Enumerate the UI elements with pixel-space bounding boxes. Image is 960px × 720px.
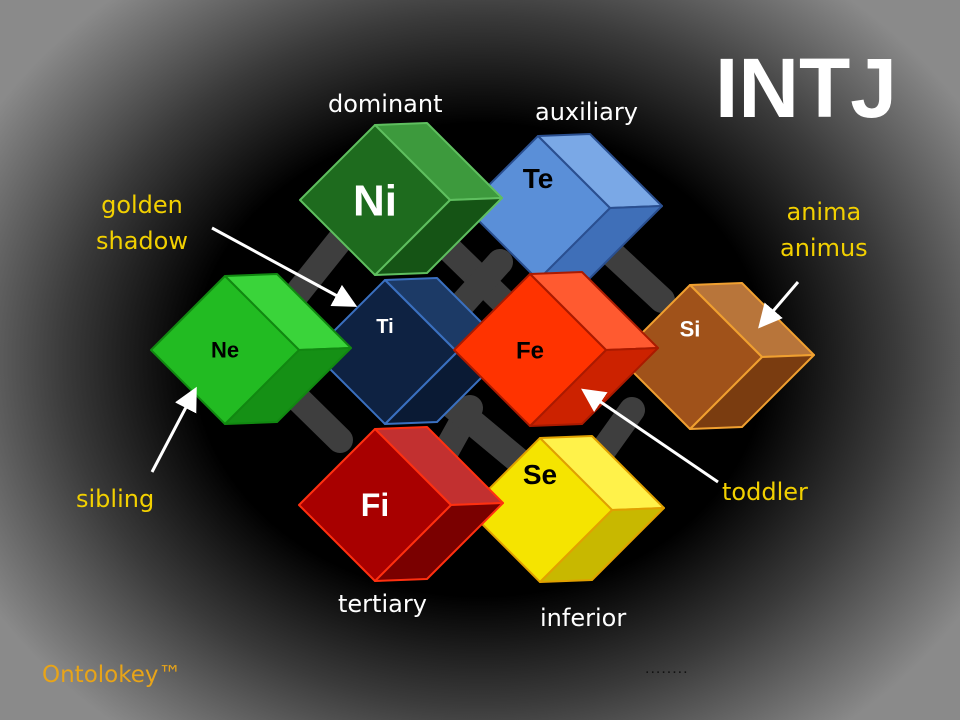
annotation-arrows [150,226,800,484]
footer-dots: ........ [645,660,689,677]
cube-se: Se [467,435,665,583]
cube-fi: Fi [298,426,504,582]
brand-logo-text: Ontolokey™ [42,662,182,688]
cube-front-face [299,124,451,276]
cube-label: Si [680,317,701,342]
cube-label: Fe [516,337,544,364]
cube-label: Ti [376,316,393,338]
cube-front-face [453,273,607,427]
anima-animus-label: anima animus [780,194,868,266]
golden-shadow-line1: golden [101,191,183,219]
connector-bar [279,227,353,313]
cube-label: Se [523,459,557,490]
golden-shadow-line2: shadow [96,227,188,255]
toddler-label: toddler [722,478,808,506]
anima-animus-arrow [758,281,800,329]
connector-bar [593,235,675,313]
cube-label: Ne [211,338,239,363]
cube-front-face [298,428,452,582]
tertiary-label: tertiary [338,590,427,618]
connector-bar [435,389,533,475]
dominant-label: dominant [328,90,443,118]
sibling-label: sibling [76,485,155,513]
animus-line: animus [780,234,868,262]
cube-front-face [312,279,458,425]
cube-front-face [467,437,613,583]
sibling-arrow [150,386,197,473]
toddler-arrow [581,388,719,484]
auxiliary-label: auxiliary [535,98,638,126]
cube-ni: Ni [299,122,503,276]
cube-te: Te [465,133,663,281]
anima-line: anima [786,198,862,226]
type-title: INTJ [715,41,898,135]
cube-label: Fi [361,487,389,523]
inferior-label: inferior [540,604,627,632]
cube-fe: Fe [453,271,659,427]
cube-label: Ni [353,176,397,225]
golden-shadow-arrow [211,226,358,307]
cube-label: Te [523,163,554,194]
cube-ne: Ne [150,273,352,425]
golden-shadow-label: golden shadow [96,187,188,259]
